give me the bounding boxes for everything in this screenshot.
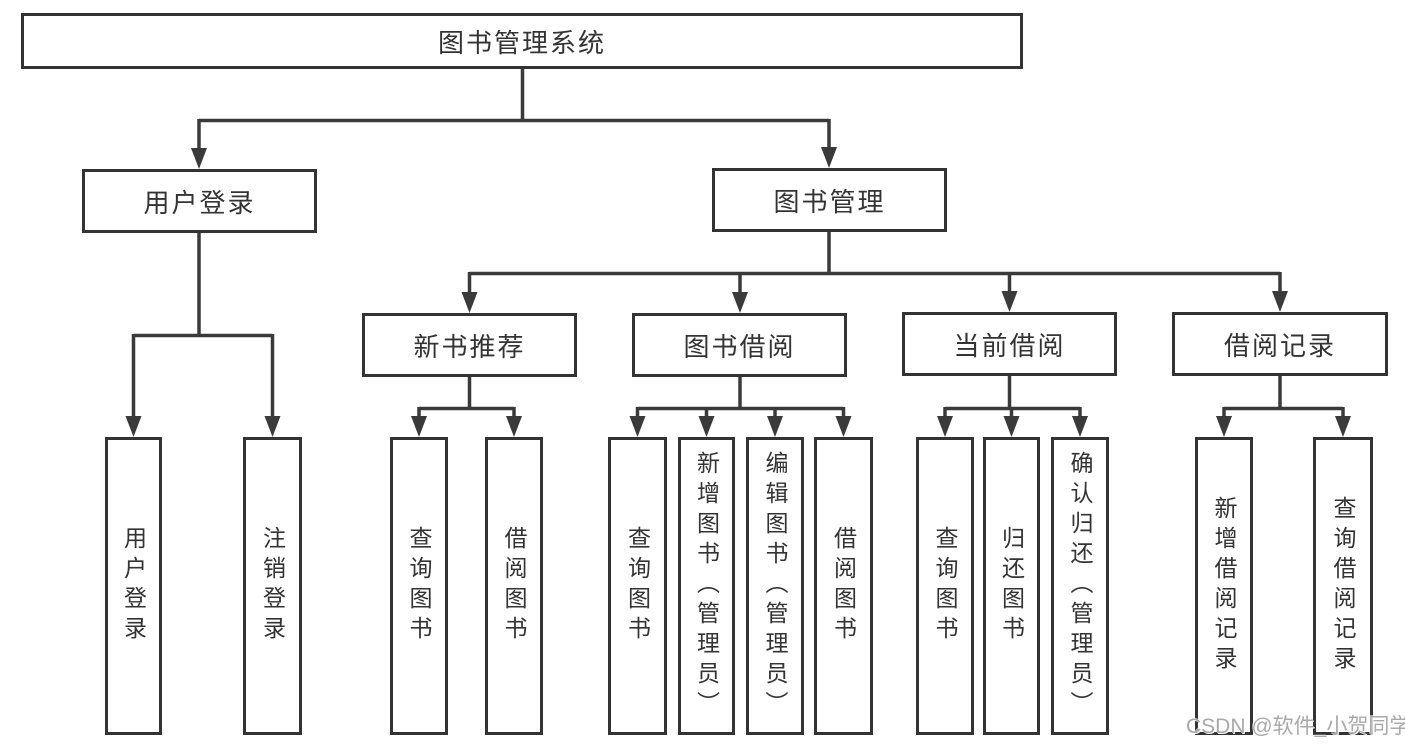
leaf-query-borrow-record: 查询借阅记录 (1313, 437, 1373, 735)
leaf-return-books: 归还图书 (983, 437, 1040, 735)
leaf-borrow-books: 借阅图书 (814, 437, 873, 735)
leaf-query-books-borrow-label: 查询图书 (624, 526, 651, 646)
leaf-confirm-return-admin-label: 确认归还（管理员） (1067, 451, 1093, 721)
leaf-borrow-books-recommend-label: 借阅图书 (501, 526, 527, 646)
leaf-user-login-label: 用户登录 (120, 526, 147, 646)
leaf-add-books-admin-label: 新增图书（管理员） (693, 451, 720, 721)
node-current-borrowing: 当前借阅 (902, 312, 1117, 376)
node-borrowing-records: 借阅记录 (1172, 312, 1388, 376)
leaf-query-books-recommend: 查询图书 (390, 437, 448, 735)
leaf-query-books-recommend-label: 查询图书 (406, 526, 432, 646)
leaf-edit-books-admin-label: 编辑图书（管理员） (762, 451, 788, 721)
leaf-return-books-label: 归还图书 (998, 526, 1025, 646)
node-book-borrowing: 图书借阅 (632, 313, 847, 377)
leaf-query-books-current-label: 查询图书 (932, 526, 958, 646)
leaf-add-books-admin: 新增图书（管理员） (678, 437, 735, 735)
leaf-logout: 注销登录 (243, 437, 302, 735)
leaf-logout-label: 注销登录 (259, 526, 286, 646)
node-new-book-recommendation: 新书推荐 (362, 313, 577, 377)
leaf-query-books-current: 查询图书 (916, 437, 974, 735)
node-book-management: 图书管理 (712, 168, 947, 232)
leaf-query-books-borrow: 查询图书 (608, 437, 667, 735)
leaf-user-login: 用户登录 (105, 437, 162, 735)
leaf-confirm-return-admin: 确认归还（管理员） (1051, 437, 1109, 735)
arrowheads (125, 147, 1351, 437)
node-root-system: 图书管理系统 (21, 13, 1023, 69)
leaf-borrow-books-label: 借阅图书 (830, 526, 857, 646)
node-user-login: 用户登录 (82, 169, 317, 233)
leaf-query-borrow-record-label: 查询借阅记录 (1330, 496, 1356, 676)
leaf-edit-books-admin: 编辑图书（管理员） (746, 437, 804, 735)
leaf-add-borrow-record-label: 新增借阅记录 (1211, 496, 1237, 676)
leaf-add-borrow-record: 新增借阅记录 (1195, 437, 1253, 735)
csdn-watermark: CSDN @软件_小贺同学 (1186, 715, 1405, 738)
leaf-borrow-books-recommend: 借阅图书 (485, 437, 543, 735)
